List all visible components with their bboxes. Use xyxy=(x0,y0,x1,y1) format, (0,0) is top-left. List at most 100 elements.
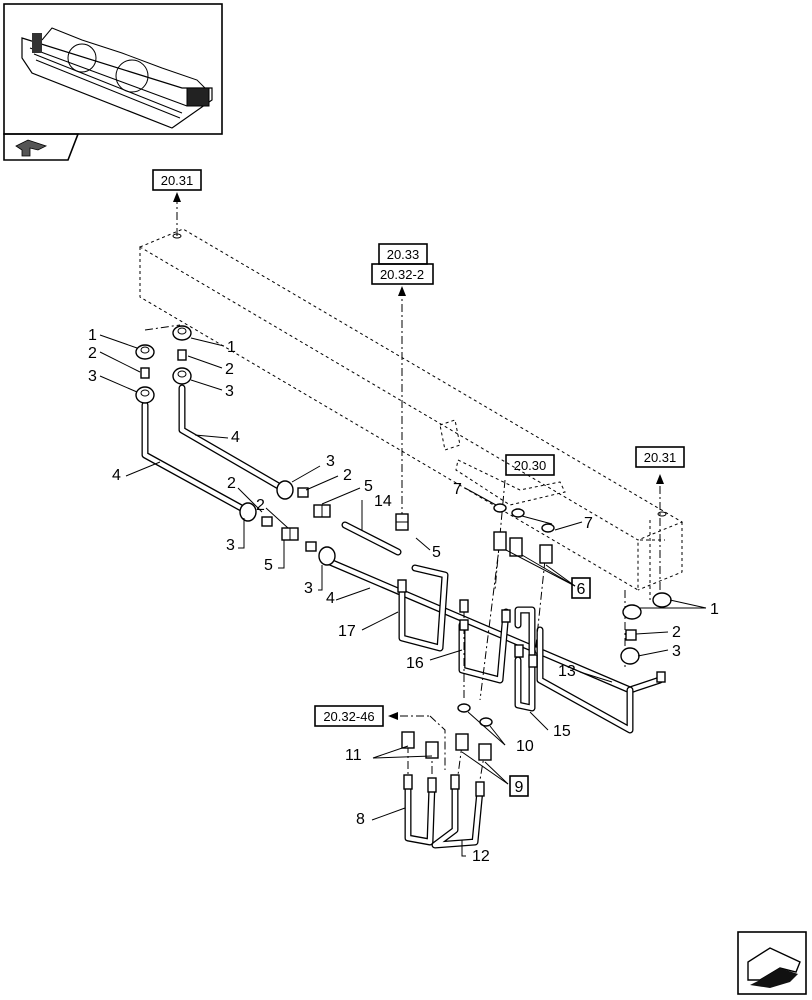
fitting-12a xyxy=(450,774,460,790)
callout-3-b: 3 xyxy=(226,537,235,554)
fittings xyxy=(135,325,672,797)
fitting-8b xyxy=(427,777,437,793)
callout-1-mid: 1 xyxy=(227,339,236,356)
callout-7-b: 7 xyxy=(584,515,593,532)
nut-right-1a xyxy=(622,604,642,620)
nut-pipe-end-3a xyxy=(276,480,294,500)
callout-14: 14 xyxy=(374,493,392,510)
fitting-top-center xyxy=(395,513,409,531)
callout-5-c: 5 xyxy=(432,544,441,561)
callout-8: 8 xyxy=(356,811,365,828)
nut-left-1 xyxy=(135,344,155,360)
svg-text:20.31: 20.31 xyxy=(644,450,677,465)
next-page-arrow-icon[interactable] xyxy=(737,931,807,995)
callout-2-a: 2 xyxy=(343,467,352,484)
fitting-9b xyxy=(478,743,492,761)
svg-text:20.33: 20.33 xyxy=(387,247,420,262)
oring-7b xyxy=(511,508,525,518)
callout-3-c: 3 xyxy=(304,580,313,597)
svg-text:20.32-46: 20.32-46 xyxy=(323,709,374,724)
ref-box-top-center-a[interactable]: 20.33 xyxy=(378,243,428,265)
callout-1-right: 1 xyxy=(710,601,719,618)
ref-box-top-left[interactable]: 20.31 xyxy=(152,169,202,191)
ferrule-mid-2 xyxy=(177,349,187,361)
ferrule-2c xyxy=(305,541,317,552)
nut-3b xyxy=(239,502,257,522)
svg-text:9: 9 xyxy=(515,779,524,796)
ref-box-lower-left[interactable]: 20.32-46 xyxy=(314,705,384,727)
svg-text:20.31: 20.31 xyxy=(161,173,194,188)
callout-box-6[interactable]: 6 xyxy=(571,577,591,599)
leader-lines xyxy=(99,334,707,857)
ferrule-left-2 xyxy=(140,367,150,379)
reference-arrows xyxy=(173,192,664,770)
fitting-12b xyxy=(475,781,485,797)
callout-4-left: 4 xyxy=(112,467,121,484)
fitting-13-end xyxy=(656,671,666,683)
fitting-15-top xyxy=(501,609,511,623)
adapter-5b xyxy=(281,527,299,541)
callout-3-a: 3 xyxy=(326,453,335,470)
callout-16: 16 xyxy=(406,655,424,672)
callout-2-mid: 2 xyxy=(225,361,234,378)
ferrule-2a xyxy=(297,487,309,498)
nut-right-3 xyxy=(620,647,640,665)
callout-15: 15 xyxy=(553,723,571,740)
assembly-lines xyxy=(144,324,626,781)
oring-10b xyxy=(479,717,493,727)
callout-1-left: 1 xyxy=(88,327,97,344)
svg-text:20.30: 20.30 xyxy=(514,458,547,473)
callout-2-left: 2 xyxy=(88,345,97,362)
nut-left-3 xyxy=(135,386,155,404)
fitting-6b xyxy=(509,537,523,557)
header-beam-outline xyxy=(138,228,684,600)
ref-box-center-right[interactable]: 20.30 xyxy=(505,454,555,476)
fitting-11b xyxy=(425,741,439,759)
callout-5-a: 5 xyxy=(364,478,373,495)
callout-box-9[interactable]: 9 xyxy=(509,775,529,797)
callout-3-left: 3 xyxy=(88,368,97,385)
callout-17: 17 xyxy=(338,623,356,640)
nut-mid-3 xyxy=(172,367,192,385)
fitting-6a xyxy=(493,531,507,551)
oring-7c xyxy=(541,523,555,533)
callout-2-b: 2 xyxy=(227,475,236,492)
callout-13: 13 xyxy=(558,663,576,680)
ref-box-right[interactable]: 20.31 xyxy=(635,446,685,468)
fitting-16-b xyxy=(459,619,469,631)
callout-2-c: 2 xyxy=(256,497,265,514)
nut-mid-1 xyxy=(172,325,192,341)
ref-box-top-center-b[interactable]: 20.32-2 xyxy=(371,263,434,285)
back-arrow-icon[interactable] xyxy=(3,133,80,161)
callout-labels: 1 2 3 4 1 2 3 4 3 2 5 14 2 2 3 5 3 4 5 1… xyxy=(88,327,719,865)
adapter-5a xyxy=(313,504,331,518)
callout-4-b: 4 xyxy=(326,590,335,607)
ferrule-2b xyxy=(261,516,273,527)
machine-thumbnail xyxy=(3,3,223,135)
fitting-6c xyxy=(539,544,553,564)
callout-10: 10 xyxy=(516,738,534,755)
callout-4-mid: 4 xyxy=(231,429,240,446)
callout-7-a: 7 xyxy=(453,481,462,498)
fitting-16-top xyxy=(459,599,469,613)
callout-2-right: 2 xyxy=(672,624,681,641)
oring-10a xyxy=(457,703,471,713)
callout-12: 12 xyxy=(472,848,490,865)
callout-5-b: 5 xyxy=(264,557,273,574)
pipes xyxy=(141,384,664,849)
fitting-15-mid xyxy=(514,644,538,668)
fitting-17-top xyxy=(397,579,407,593)
nut-right-1b xyxy=(652,592,672,608)
callout-3-right: 3 xyxy=(672,643,681,660)
oring-7a xyxy=(493,503,507,513)
fitting-11a xyxy=(401,731,415,749)
callout-11: 11 xyxy=(345,747,362,764)
svg-text:6: 6 xyxy=(577,581,586,598)
ferrule-right-2 xyxy=(625,629,637,641)
fitting-8a xyxy=(403,774,413,790)
fitting-9a xyxy=(455,733,469,751)
svg-text:20.32-2: 20.32-2 xyxy=(380,267,424,282)
nut-3c xyxy=(318,546,336,566)
callout-3-mid: 3 xyxy=(225,383,234,400)
